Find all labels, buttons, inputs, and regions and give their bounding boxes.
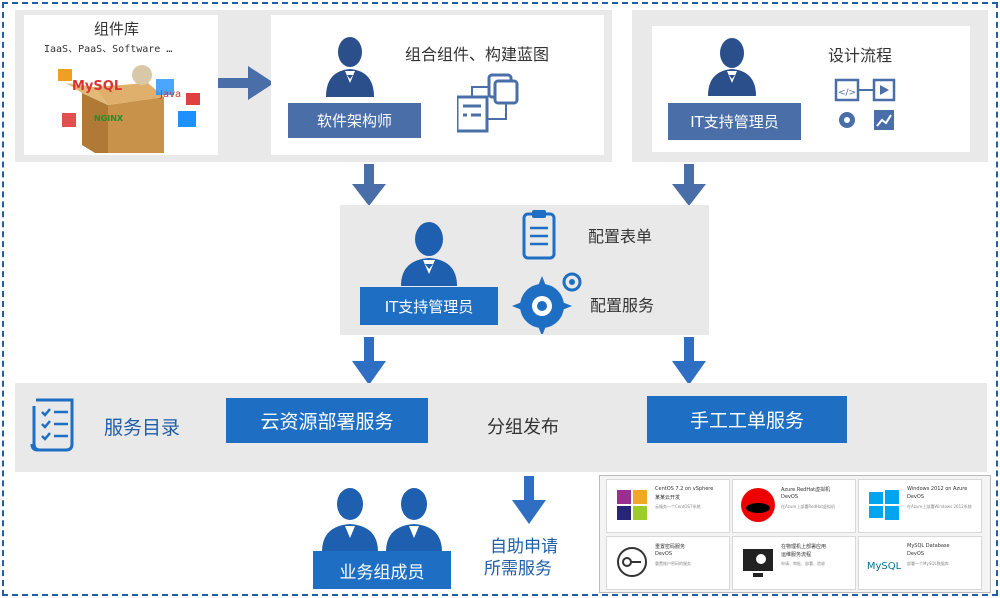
arrow-down-icon [352, 337, 386, 385]
catalog-card[interactable]: Windows 2012 on Azure DevOS 在Azure上部署Win… [858, 479, 982, 533]
self-service-line-2: 所需服务 [484, 559, 552, 579]
mysql-icon: MySQL [867, 561, 902, 572]
catalog-card-desc: 云服务一个CentOS7系统 [655, 504, 701, 509]
redhat-icon [741, 488, 775, 522]
component-box-illustration [58, 65, 200, 153]
arrow-right-icon [218, 66, 274, 100]
component-library-subtitle: IaaS、PaaS、Software … [44, 44, 173, 55]
design-process-box: 设计流程 </> [652, 26, 970, 152]
gear-service-icon [512, 272, 582, 334]
design-process-caption: 设计流程 [828, 46, 893, 65]
manual-ticket-service: 手工工单服务 [647, 396, 847, 443]
catalog-card-desc: 部署一个MySQL数据库 [907, 561, 949, 566]
catalog-card-desc: 在Azure上部署Windows 2012系统 [907, 504, 972, 509]
nginx-logo: NGINX [94, 114, 124, 123]
catalog-card-sub: DevOS [907, 551, 924, 557]
arrow-down-icon [672, 164, 706, 206]
clipboard-form-icon [522, 210, 556, 260]
key-reset-icon [617, 547, 647, 577]
catalog-card-sub: 运维服务流程 [781, 552, 812, 558]
group-publish-label: 分组发布 [487, 417, 559, 438]
catalog-card-title: Windows 2012 on Azure [907, 486, 968, 492]
catalog-card[interactable]: MySQL MySQL Database DevOS 部署一个MySQL数据库 [858, 536, 982, 590]
catalog-card-sub: DevOS [655, 551, 672, 557]
catalog-card-title: 在物理机上部署应用 [781, 544, 827, 550]
component-library-title: 组件库 [94, 20, 140, 38]
catalog-card[interactable]: 在物理机上部署应用 运维服务流程 申请、审批、部署、验收 [732, 536, 856, 590]
catalog-card[interactable]: CentOS 7.2 on vSphere 某某云开发 云服务一个CentOS7… [606, 479, 730, 533]
cloud-deploy-service: 云资源部署服务 [226, 398, 428, 443]
catalog-card-title: CentOS 7.2 on vSphere [655, 486, 714, 492]
config-it-admin-label: IT支持管理员 [360, 287, 498, 325]
catalog-card-desc: 重置账户密码的服务 [655, 561, 691, 566]
group-members-icon [322, 488, 442, 552]
it-admin-person-icon [708, 38, 756, 96]
catalog-card[interactable]: 重置密码服务 DevOS 重置账户密码的服务 [606, 536, 730, 590]
java-logo: Java [160, 89, 182, 100]
centos-icon [617, 490, 647, 520]
business-members-label: 业务组成员 [313, 551, 451, 589]
architect-caption: 组合组件、构建蓝图 [405, 45, 550, 64]
config-form-label: 配置表单 [588, 227, 653, 246]
arrow-down-icon [512, 476, 546, 524]
svg-text:</>: </> [838, 88, 856, 98]
monitor-gear-icon [743, 549, 773, 577]
software-architect-label: 软件架构师 [288, 103, 421, 138]
service-catalog-label: 服务目录 [104, 417, 181, 439]
catalog-card-sub: DevOS [907, 494, 924, 500]
self-service-line-1: 自助申请 [490, 537, 558, 557]
catalog-card-sub: 某某云开发 [655, 495, 681, 501]
catalog-card-title: 重置密码服务 [655, 544, 686, 550]
catalog-card[interactable]: Azure RedHat虚拟机 DevOS 在Azure上部署RedHat虚拟机 [732, 479, 856, 533]
svg-text:MySQL: MySQL [867, 561, 902, 572]
arrow-down-icon [352, 164, 386, 206]
self-service-text: 自助申请 所需服务 [484, 536, 574, 580]
design-it-admin-label: IT支持管理员 [668, 103, 801, 140]
catalog-card-title: Azure RedHat虚拟机 [781, 487, 831, 493]
checklist-icon [30, 398, 74, 452]
catalog-card-title: MySQL Database [907, 543, 950, 549]
arrow-down-icon [672, 337, 706, 385]
service-catalog-screenshot: CentOS 7.2 on vSphere 某某云开发 云服务一个CentOS7… [599, 475, 991, 593]
catalog-card-desc: 在Azure上部署RedHat虚拟机 [781, 504, 836, 509]
blueprint-icon [457, 73, 519, 133]
config-admin-person-icon [401, 222, 457, 286]
architect-person-icon [326, 37, 374, 97]
windows-icon [869, 490, 899, 520]
config-service-label: 配置服务 [590, 296, 655, 315]
catalog-card-desc: 申请、审批、部署、验收 [781, 561, 825, 566]
catalog-card-sub: DevOS [781, 494, 798, 500]
component-library-box: 组件库 IaaS、PaaS、Software … MySQL Java NGIN… [24, 15, 218, 155]
mysql-logo: MySQL [72, 79, 123, 94]
workflow-icon: </> [834, 78, 896, 130]
